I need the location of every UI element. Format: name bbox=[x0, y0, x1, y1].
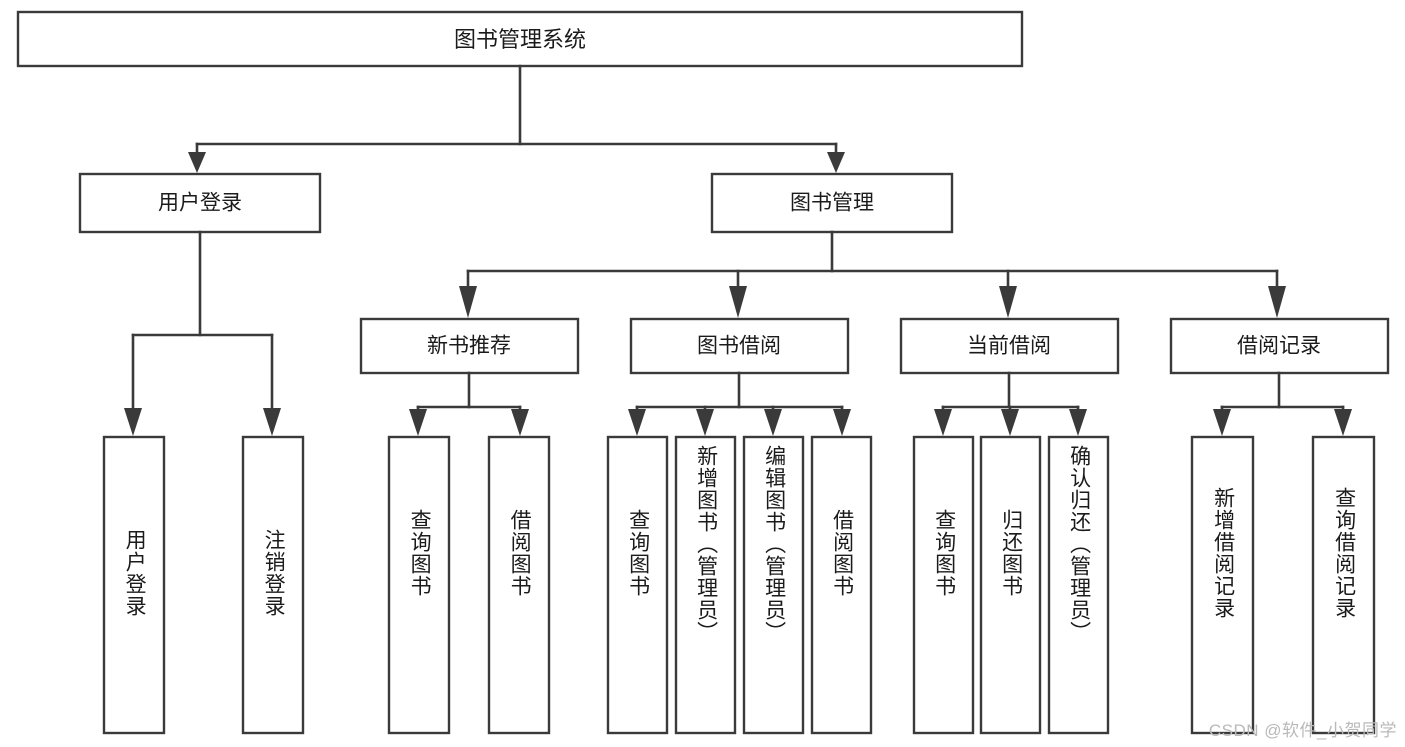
leaf-box-borrow-record-0[interactable] bbox=[1190, 435, 1255, 735]
arrow-level1-1 bbox=[827, 152, 845, 173]
arrow-currentborrow-0 bbox=[934, 409, 952, 436]
arrow-currentborrow-2 bbox=[1069, 409, 1087, 436]
node-borrow-record[interactable]: 借阅记录 bbox=[1169, 317, 1390, 375]
leaf-box-user-login-0[interactable] bbox=[102, 435, 166, 735]
leaf-box-book-borrow-1[interactable] bbox=[674, 435, 737, 735]
node-book-management[interactable]: 图书管理 bbox=[710, 172, 954, 234]
arrow-borrowrecord-0 bbox=[1213, 409, 1231, 436]
leaf-box-new-book-0[interactable] bbox=[387, 435, 451, 735]
arrow-bookmgmt-3 bbox=[1268, 286, 1286, 318]
node-root[interactable]: 图书管理系统 bbox=[16, 10, 1024, 68]
arrow-bookborrow-1 bbox=[696, 409, 714, 436]
arrow-bookmgmt-1 bbox=[729, 286, 747, 318]
leaf-box-book-borrow-3[interactable] bbox=[810, 435, 873, 735]
arrow-userlogin-0 bbox=[124, 408, 142, 436]
node-book-borrow-box[interactable] bbox=[629, 317, 850, 375]
leaf-box-book-borrow-0[interactable] bbox=[606, 435, 669, 735]
arrow-bookborrow-3 bbox=[833, 409, 851, 436]
arrow-borrowrecord-1 bbox=[1334, 409, 1352, 436]
node-book-management-box[interactable] bbox=[710, 172, 954, 234]
leaf-box-borrow-record-1[interactable] bbox=[1311, 435, 1376, 735]
watermark-text: CSDN @软件_小贺同学 bbox=[1208, 721, 1397, 740]
leaf-box-current-borrow-2[interactable] bbox=[1047, 435, 1110, 735]
node-root-box[interactable] bbox=[16, 10, 1024, 68]
arrow-userlogin-1 bbox=[263, 408, 281, 436]
leaf-box-new-book-1[interactable] bbox=[487, 435, 551, 735]
arrow-bookborrow-0 bbox=[628, 409, 646, 436]
arrow-currentborrow-1 bbox=[1001, 409, 1019, 436]
node-root-label: 图书管理系统 bbox=[454, 27, 586, 52]
arrow-newbook-0 bbox=[409, 409, 427, 436]
node-current-borrow-label: 当前借阅 bbox=[967, 335, 1051, 358]
leaf-box-user-login-1[interactable] bbox=[241, 435, 305, 735]
node-current-borrow[interactable]: 当前借阅 bbox=[899, 317, 1120, 375]
node-user-login[interactable]: 用户登录 bbox=[78, 172, 322, 234]
node-borrow-record-box[interactable] bbox=[1169, 317, 1390, 375]
leaf-box-current-borrow-0[interactable] bbox=[912, 435, 975, 735]
node-new-book-recommend-box[interactable] bbox=[359, 317, 580, 375]
arrow-bookmgmt-0 bbox=[459, 286, 477, 318]
leaf-box-current-borrow-1[interactable] bbox=[979, 435, 1042, 735]
node-new-book-recommend[interactable]: 新书推荐 bbox=[359, 317, 580, 375]
node-current-borrow-box[interactable] bbox=[899, 317, 1120, 375]
node-new-book-recommend-label: 新书推荐 bbox=[427, 335, 511, 358]
arrow-newbook-1 bbox=[511, 409, 529, 436]
leaf-box-book-borrow-2[interactable] bbox=[742, 435, 805, 735]
arrow-bookborrow-2 bbox=[764, 409, 782, 436]
arrow-bookmgmt-2 bbox=[999, 286, 1017, 318]
arrow-level1-0 bbox=[188, 152, 206, 173]
node-borrow-record-label: 借阅记录 bbox=[1237, 335, 1321, 358]
node-user-login-label: 用户登录 bbox=[158, 192, 242, 215]
node-book-borrow[interactable]: 图书借阅 bbox=[629, 317, 850, 375]
node-book-management-label: 图书管理 bbox=[790, 192, 874, 215]
node-book-borrow-label: 图书借阅 bbox=[697, 335, 781, 358]
